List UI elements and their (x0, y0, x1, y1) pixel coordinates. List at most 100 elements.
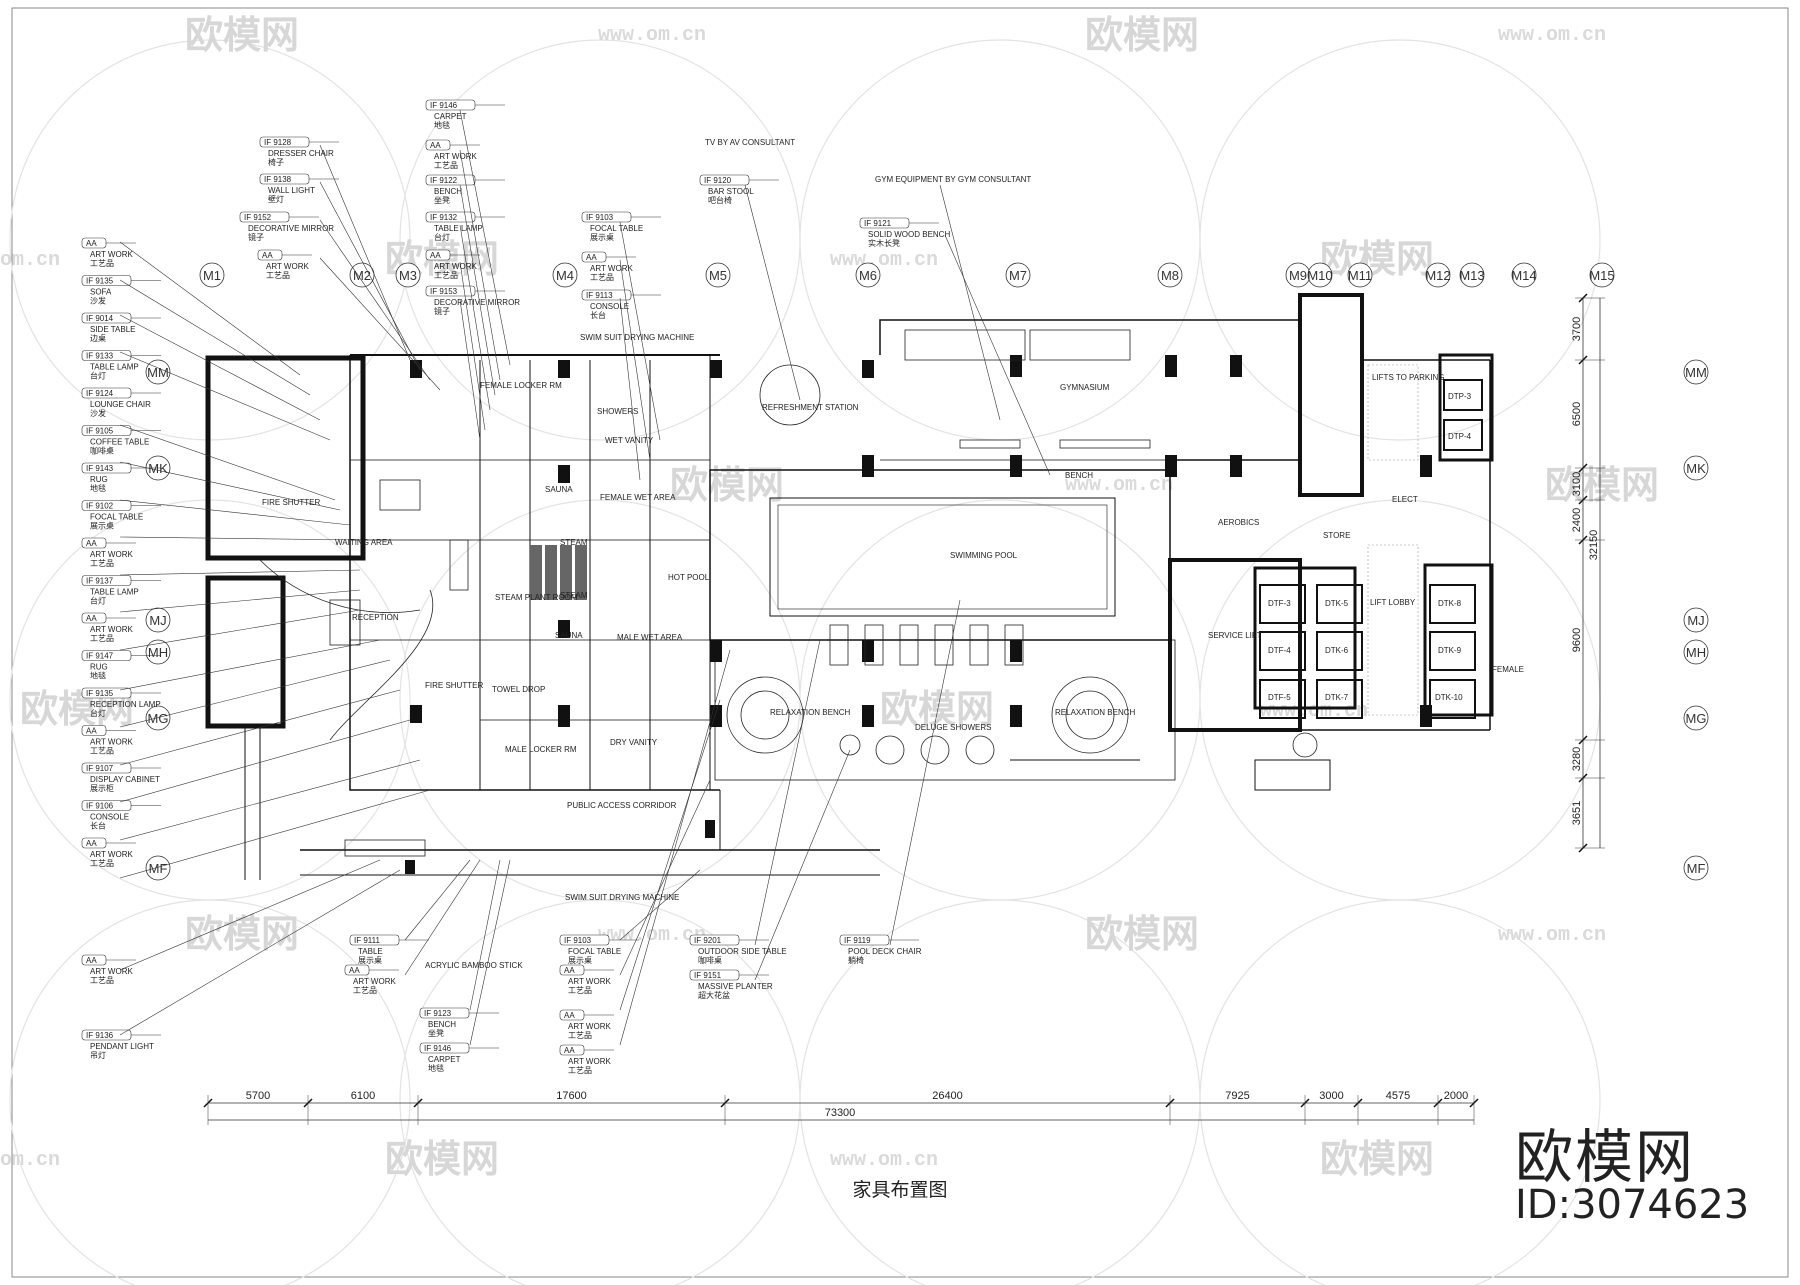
callout-code: IF 9151 (694, 971, 722, 980)
callout-english: CONSOLE (590, 302, 629, 311)
room-lift-lobby: LIFT LOBBY (1370, 598, 1416, 607)
callout-chinese: 工艺品 (434, 271, 458, 280)
watermarks: 欧模网 www.om.cn 欧模网 www.om.cn om.cn 欧模网 ww… (0, 13, 1659, 1181)
callout-chinese: 沙发 (90, 296, 106, 306)
grid-bubble-label: M4 (556, 268, 574, 283)
shaft-dtk8: DTK-8 (1438, 599, 1462, 608)
grid-bubble-label: MM (147, 365, 169, 380)
grid-bubble-right: MG (1683, 705, 1709, 731)
callout-chinese: 吧台椅 (708, 195, 732, 205)
callout-english: POOL DECK CHAIR (848, 947, 922, 956)
room-swimming-pool: SWIMMING POOL (950, 551, 1018, 560)
grid-bubble-label: M3 (399, 268, 417, 283)
callout-chinese: 咖啡桌 (90, 446, 114, 456)
grid-bubble-label: M7 (1009, 268, 1027, 283)
room-refreshment-station: REFRESHMENT STATION (762, 403, 859, 412)
grid-bubble-label: M15 (1589, 268, 1614, 283)
callout-english: TABLE (358, 947, 383, 956)
dimension-total: 73300 (825, 1107, 856, 1119)
callout-code: IF 9119 (844, 936, 871, 945)
shaft-dtf5: DTF-5 (1268, 693, 1291, 702)
grid-bubble-top: M10 (1307, 262, 1333, 288)
callout-code: IF 9106 (86, 802, 114, 811)
callout-code: AA (86, 839, 97, 848)
sheet-frame (11, 7, 1789, 1278)
dimension-value: 4575 (1386, 1090, 1410, 1102)
callout-code: AA (86, 614, 97, 623)
callout-english: ART WORK (90, 850, 133, 859)
callout-english: ART WORK (90, 967, 133, 976)
note-tv: TV BY AV CONSULTANT (705, 138, 795, 147)
callout-english: CARPET (428, 1055, 461, 1064)
room-male-wet-area: MALE WET AREA (617, 633, 683, 642)
callout-english: FOCAL TABLE (90, 513, 143, 522)
callout-code: AA (86, 239, 97, 248)
callout-code: IF 9132 (430, 213, 458, 222)
grid-bubble-label: M8 (1161, 268, 1179, 283)
callout-chinese: 实木长凳 (868, 238, 900, 248)
room-fire-shutter-top: FIRE SHUTTER (262, 498, 320, 507)
note-swim-dryer-bottom: SWIM SUIT DRYING MACHINE (565, 893, 679, 902)
grid-bubble-label: MJ (149, 613, 166, 628)
callout-english: BAR STOOL (708, 187, 754, 196)
shaft-dtp3: DTP-3 (1448, 392, 1472, 401)
grid-bubble-label: M10 (1307, 268, 1332, 283)
callout-chinese: 沙发 (90, 408, 106, 418)
grid-bubble-right: MK (1683, 455, 1709, 481)
grid-bubble-top: M1 (199, 262, 225, 288)
lift-lobby-hatch (1367, 364, 1419, 716)
callout-english: RUG (90, 475, 108, 484)
grid-bubble-label: MG (1686, 711, 1707, 726)
callout-code: IF 9136 (86, 1031, 114, 1040)
grid-bubble-label: MK (1686, 461, 1706, 476)
callout-english: PENDANT LIGHT (90, 1042, 154, 1051)
grid-bubble-label: M9 (1289, 268, 1307, 283)
callout-code: IF 9152 (244, 213, 272, 222)
room-relaxation-bench-right: RELAXATION BENCH (1055, 708, 1136, 717)
watermark-logo-text: 欧模网 (185, 912, 299, 956)
callout-english: ART WORK (568, 1057, 611, 1066)
callout-english: TABLE LAMP (90, 363, 139, 372)
callout-code: IF 9105 (86, 427, 114, 436)
room-steam-bottom: STEAM (560, 591, 588, 600)
callout-chinese: 地毯 (90, 671, 106, 681)
grid-bubble-label: M2 (353, 268, 371, 283)
dimension-total: 32150 (1588, 530, 1600, 561)
room-labels: RECEPTION WAITING AREA SWIMMING POOL GYM… (262, 373, 1524, 810)
callout-code: AA (430, 251, 441, 260)
callout-code: IF 9124 (86, 389, 114, 398)
callout-code: AA (586, 253, 597, 262)
callout-english: RECEPTION LAMP (90, 700, 161, 709)
shaft-dtk5: DTK-5 (1325, 599, 1349, 608)
callout-chinese: 工艺品 (568, 1031, 592, 1040)
grid-bubble-top: M15 (1589, 262, 1615, 288)
room-deluge-showers: DELUGE SHOWERS (915, 723, 991, 732)
grid-bubble-top: M5 (705, 262, 731, 288)
grid-bubble-label: MJ (1687, 613, 1704, 628)
drawing-notes: TV BY AV CONSULTANT GYM EQUIPMENT BY GYM… (425, 138, 1031, 970)
grid-bubble-top: M9 (1285, 262, 1311, 288)
callout-chinese: 工艺品 (90, 634, 114, 643)
callout-chinese: 壁灯 (268, 194, 284, 204)
callout-chinese: 长台 (590, 310, 606, 320)
brand-logo-text: 欧模网 (1515, 1123, 1696, 1191)
room-lifts-to-parking: LIFTS TO PARKING (1372, 373, 1444, 382)
callout-english: BENCH (428, 1020, 456, 1029)
callout-english: ART WORK (90, 625, 133, 634)
callout-chinese: 边桌 (90, 333, 106, 343)
